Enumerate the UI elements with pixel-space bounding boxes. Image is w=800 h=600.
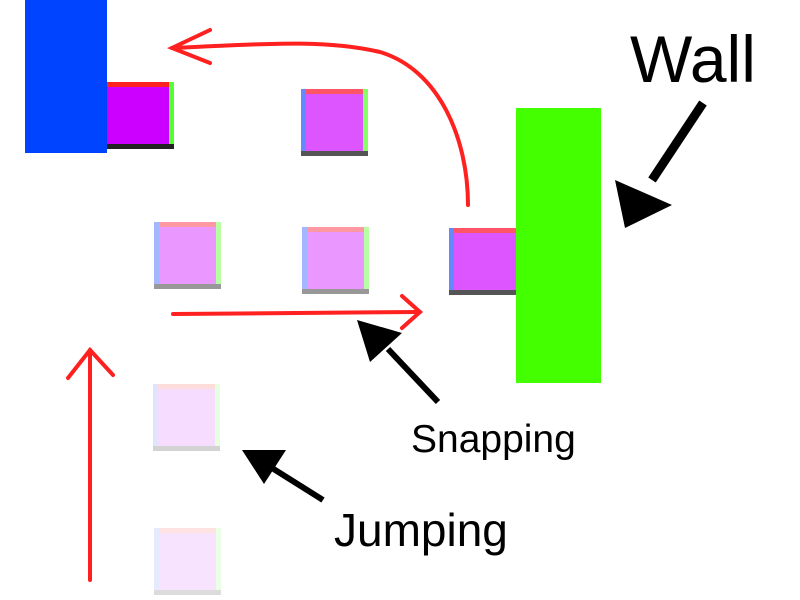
tile-snapped [449, 228, 516, 295]
jumping-label: Jumping [334, 504, 508, 556]
tile-ghost-top [301, 89, 368, 156]
snapping-label: Snapping [411, 418, 576, 461]
tile-faded-center [302, 227, 369, 294]
snapping-pointer-arrow [357, 320, 441, 405]
jumping-pointer-arrow [242, 450, 325, 503]
tile-faint-upper [153, 384, 220, 451]
path-arrow-right [171, 294, 424, 330]
path-arrow-up [66, 346, 115, 582]
player-block [25, 0, 107, 153]
path-arrow-curve [166, 28, 470, 207]
tile-faint-lower [154, 528, 221, 595]
tile-current [107, 82, 174, 149]
tile-faded-left [154, 222, 221, 289]
wall-label: Wall [630, 22, 756, 96]
wall-block [516, 108, 601, 383]
wall-pointer-arrow [615, 100, 707, 228]
